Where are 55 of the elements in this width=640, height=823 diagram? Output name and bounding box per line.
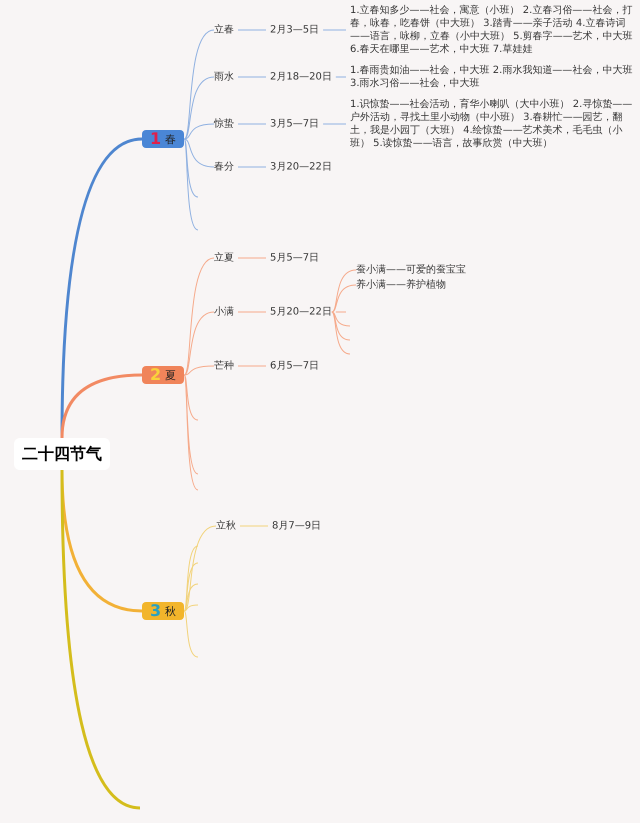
branch-line xyxy=(60,470,140,810)
branch-label: 春 xyxy=(165,134,176,144)
branch-line xyxy=(184,30,214,140)
term-label: 春分 xyxy=(214,160,234,174)
branch-topic-box xyxy=(142,130,184,148)
branch-line xyxy=(184,258,214,376)
branch-line xyxy=(331,312,350,354)
branch-label: 秋 xyxy=(165,606,176,616)
term-label: 立春 xyxy=(214,24,234,36)
branch-line xyxy=(184,366,214,376)
date-label: 8月7—9日 xyxy=(272,520,322,532)
activity-label: 养小满——养护植物 xyxy=(356,278,446,292)
term-label: 雨水 xyxy=(214,70,234,84)
date-label: 6月5—7日 xyxy=(270,360,320,372)
activity-note: 1.春雨贵如油——社会，中大班 2.雨水我知道——社会，中大班 3.雨水习俗——社会，中大班 xyxy=(350,64,636,90)
date-label: 2月18—20日 xyxy=(270,70,332,84)
activity-label: 蚕小满——可爱的蚕宝宝 xyxy=(356,264,466,276)
term-label: 立夏 xyxy=(214,252,234,264)
branch-topic-box xyxy=(142,366,184,384)
branch-label: 夏 xyxy=(165,370,176,380)
branch-line xyxy=(331,312,350,326)
term-label: 芒种 xyxy=(214,360,234,372)
branch-line xyxy=(184,138,198,198)
branch-line xyxy=(331,312,350,340)
branch-line xyxy=(335,76,346,78)
branch-topic-box xyxy=(142,602,184,620)
term-label: 立秋 xyxy=(216,520,236,532)
branch-line xyxy=(331,284,356,312)
term-label: 小满 xyxy=(214,306,234,318)
branch-line xyxy=(331,270,356,312)
branch-line xyxy=(184,138,214,168)
root-topic: 二十四节气 xyxy=(14,438,110,470)
date-label: 2月3—5日 xyxy=(270,24,320,36)
branch-line xyxy=(184,374,198,420)
branch-line xyxy=(184,138,198,230)
branch-line xyxy=(184,124,214,140)
activity-note: 1.立春知多少——社会，寓意（小班） 2.立春习俗——社会，打春，咏春，吃春饼（中大班） 3.踏青——亲子活动 4.立春诗词——语言，咏柳，立春（小中大班） 5.剪春字——艺术，中大班 6.春天在哪里——艺术，中大班 7.草娃娃 xyxy=(350,4,636,56)
date-label: 3月20—22日 xyxy=(270,160,332,174)
branch-line xyxy=(184,526,216,612)
date-label: 5月5—7日 xyxy=(270,252,320,264)
branch-line xyxy=(184,604,198,612)
branch-number: 1 xyxy=(150,131,162,147)
branch-line xyxy=(238,166,266,168)
branch-line xyxy=(184,76,214,140)
branch-line xyxy=(184,312,214,376)
branch-line xyxy=(60,374,142,438)
branch-line xyxy=(238,76,266,78)
branch-number: 2 xyxy=(150,367,162,383)
branch-number: 3 xyxy=(150,603,162,619)
date-label: 3月5—7日 xyxy=(270,118,320,130)
branch-line xyxy=(184,610,198,658)
term-label: 惊蛰 xyxy=(214,118,234,130)
date-label: 5月20—22日 xyxy=(270,306,332,318)
activity-note: 1.识惊蛰——社会活动，育华小喇叭（大中小班） 2.寻惊蛰——户外活动，寻找土里小动物（中小班） 3.春耕忙——园艺，翻土，我是小园丁（大班） 4.绘惊蛰——艺术美术，毛毛虫（小班） 5.读惊蛰——语言，故事欣赏（中大班） xyxy=(350,98,636,150)
branch-line xyxy=(184,584,198,612)
